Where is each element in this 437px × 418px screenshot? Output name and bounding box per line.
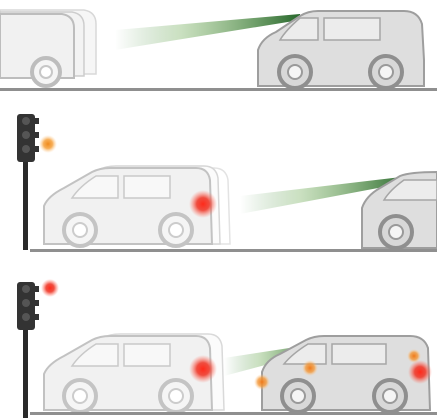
- brake-light: [189, 190, 217, 218]
- road-line: [30, 249, 437, 252]
- vehicle-ahead-hazard: [254, 336, 432, 412]
- own-car-moving: [0, 10, 96, 86]
- panel-1: [0, 10, 437, 91]
- hazard-light-front-left: [254, 374, 270, 390]
- panel-2: [17, 114, 437, 252]
- hazard-light-side: [302, 360, 318, 376]
- road-line: [30, 412, 437, 415]
- red-light: [41, 279, 59, 297]
- panel-3: [17, 279, 437, 418]
- brake-light: [189, 355, 217, 383]
- hazard-light-rear: [408, 360, 432, 384]
- road-line: [0, 88, 437, 91]
- own-car-braking: [44, 166, 230, 246]
- own-car-stopped: [44, 334, 224, 412]
- amber-light: [39, 135, 57, 153]
